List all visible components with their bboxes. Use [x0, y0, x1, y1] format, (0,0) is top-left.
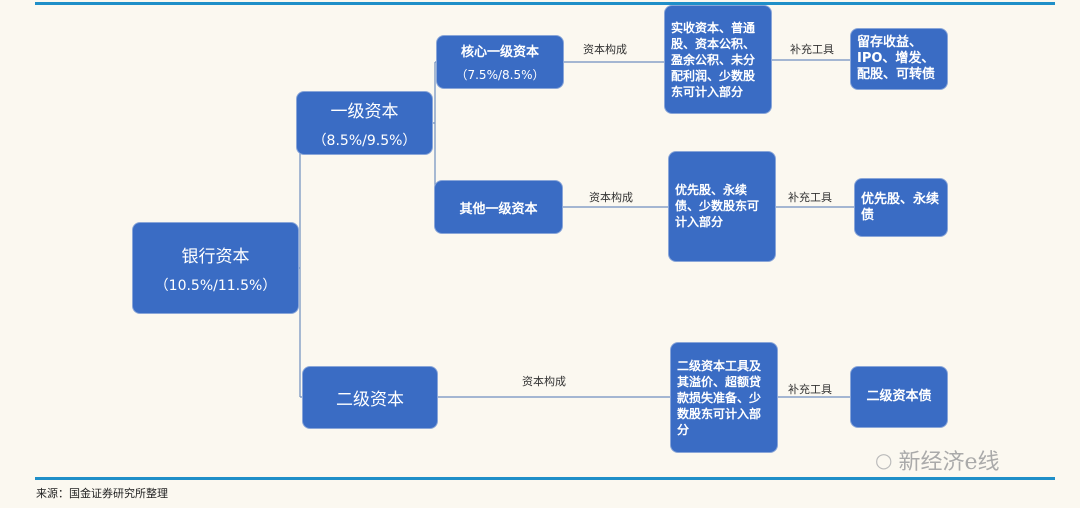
node-title: 一级资本 [330, 101, 399, 122]
node-core-tier1: 核心一级资本 （7.5%/8.5%） [437, 36, 563, 88]
watermark-text: 新经济e线 [898, 450, 1000, 475]
node-core-composition: 实收资本、普通股、资本公积、盈余公积、未分配利润、少数股东可计入部分 [665, 6, 771, 113]
node-ratio: （8.5%/9.5%） [312, 132, 417, 149]
top-rule [35, 2, 1055, 5]
label-composition-tier2: 资本构成 [522, 375, 566, 388]
label-composition-core: 资本构成 [583, 43, 627, 56]
label-tools-tier2: 补充工具 [788, 383, 832, 396]
node-bank-capital: 银行资本 （10.5%/11.5%） [133, 223, 298, 313]
label-composition-other: 资本构成 [589, 191, 633, 204]
node-core-tools: 留存收益、IPO、增发、配股、可转债 [851, 29, 947, 89]
node-other-composition: 优先股、永续债、少数股东可计入部分 [669, 152, 775, 261]
label-tools-other: 补充工具 [788, 191, 832, 204]
wechat-icon: ○ [875, 448, 893, 472]
source-note: 来源：国金证券研究所整理 [36, 487, 168, 500]
node-title: 其他一级资本 [459, 201, 538, 217]
node-ratio: （10.5%/11.5%） [154, 277, 277, 294]
watermark: ○ 新经济e线 [875, 444, 999, 476]
node-ratio: （7.5%/8.5%） [455, 68, 545, 82]
bank-connector [297, 122, 303, 398]
node-title: 核心一级资本 [460, 45, 539, 60]
node-other-tools: 优先股、永续债 [855, 179, 947, 236]
node-tier2-composition: 二级资本工具及其溢价、超额贷款损失准备、少数股东可计入部分 [671, 343, 777, 452]
node-tier2-capital: 二级资本 [303, 367, 437, 428]
node-title: 银行资本 [181, 246, 250, 267]
label-tools-core: 补充工具 [790, 43, 834, 56]
tier1-connector [432, 61, 437, 207]
node-tier1-capital: 一级资本 （8.5%/9.5%） [297, 92, 432, 154]
node-title: 二级资本 [336, 390, 404, 410]
node-other-tier1: 其他一级资本 [435, 181, 562, 233]
node-tier2-tools: 二级资本债 [851, 367, 947, 427]
bottom-rule [35, 477, 1055, 480]
